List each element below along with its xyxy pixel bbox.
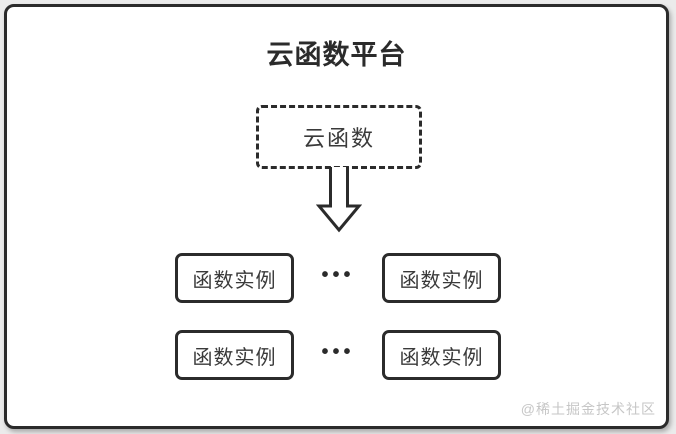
function-instance-node: 函数实例 xyxy=(175,253,294,303)
cloud-function-node: 云函数 xyxy=(256,105,422,169)
down-arrow-icon xyxy=(316,167,362,233)
function-instance-node: 函数实例 xyxy=(382,330,501,380)
watermark: @稀土掘金技术社区 xyxy=(520,401,656,417)
function-instance-node: 函数实例 xyxy=(175,330,294,380)
diagram-title: 云函数平台 xyxy=(266,40,407,70)
ellipsis-dots: ••• xyxy=(321,341,355,363)
ellipsis-dots: ••• xyxy=(321,264,355,286)
function-instance-node: 函数实例 xyxy=(382,253,501,303)
cloud-function-label: 云函数 xyxy=(302,126,375,151)
diagram-frame: 云函数平台 云函数 函数实例 ••• 函数实例 函数实例 ••• 函数实例 @稀… xyxy=(4,4,669,429)
